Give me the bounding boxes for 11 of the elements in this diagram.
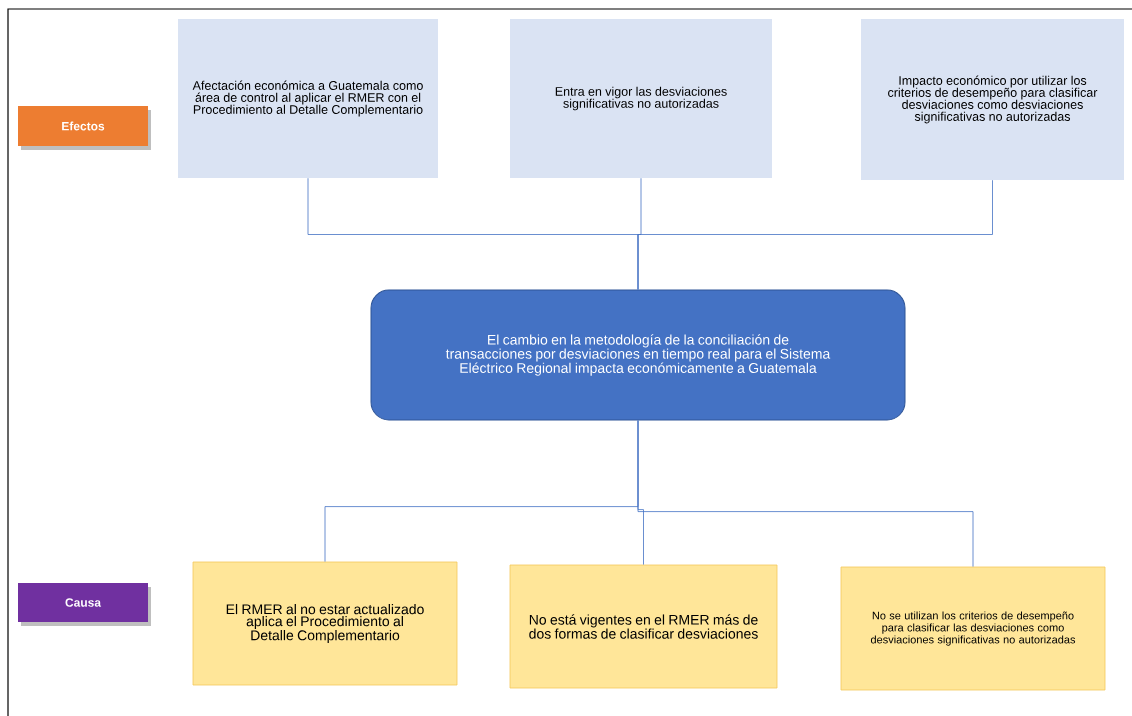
cause-box: El RMER al no estar actualizado aplica el Procedimiento al Detalle Complementario: [192, 561, 458, 686]
effect-box: Entra en vigor las desviaciones significativas no autorizadas: [510, 19, 772, 178]
connector-line: [637, 179, 993, 290]
effect-box: Afectación económica a Guatemala como área de control al aplicar el RMER con el Procedimiento al Detalle Complementario: [178, 19, 438, 178]
effect-box: Impacto económico por utilizar los criterios de desempeño para clasificar desviaciones como desviaciones significativas no autorizadas: [861, 19, 1124, 180]
label-tag: Efectos: [18, 106, 151, 150]
connector-line: [637, 420, 974, 567]
problem-box: El cambio en la metodología de la conciliación de transacciones por desviaciones en tiempo real para el Sistema Eléctrico Regional impacta económicamente a Guatemala: [370, 289, 906, 421]
cause-box: No está vigentes en el RMER más de dos formas de clasificar desviaciones: [509, 564, 778, 689]
cause-box: No se utilizan los criterios de desempeño para clasificar las desviaciones como desviaciones significativas no autorizadas: [840, 566, 1106, 691]
label-tag: Causa: [18, 583, 151, 626]
